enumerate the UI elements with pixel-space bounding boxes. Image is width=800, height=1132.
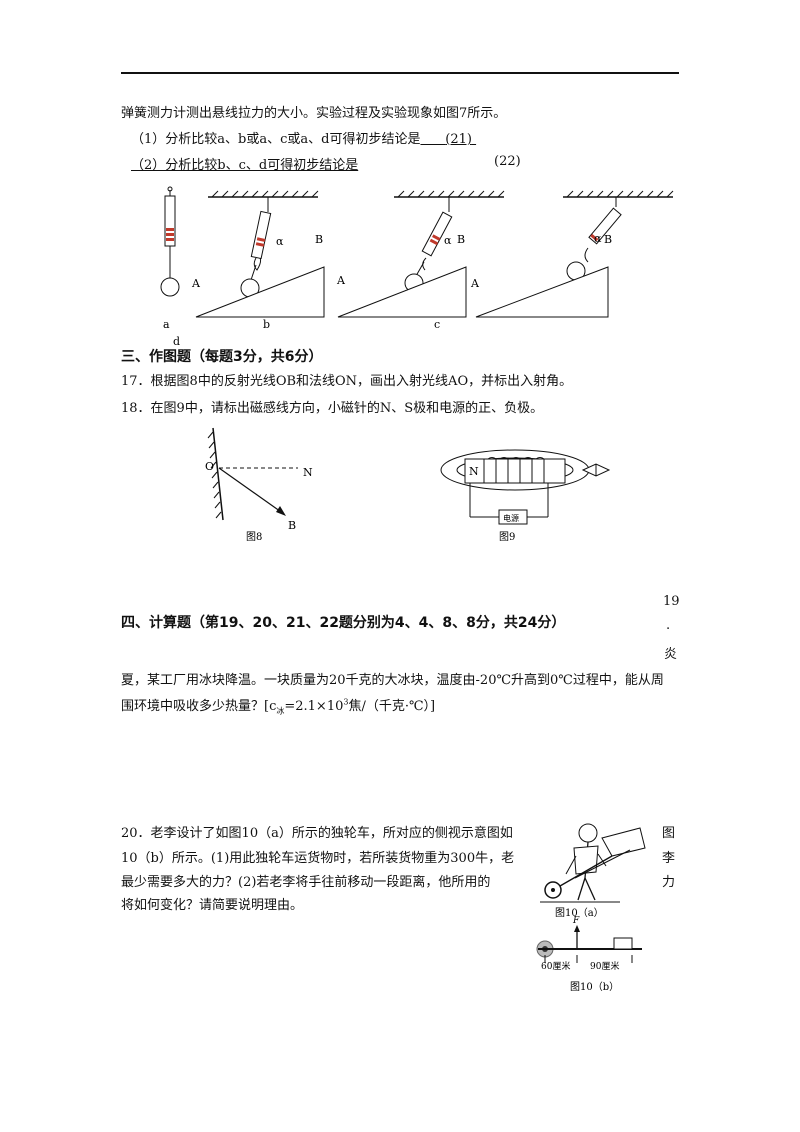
q20-line-2: 10（b）所示。(1)用此独轮车运货物时，若所装货物重为300牛，老 [121, 851, 515, 866]
question-17: 17．根据图8中的反射光线OB和法线ON，画出入射光线AO，并标出入射角。 [121, 374, 573, 389]
fig8-label-N: N [303, 466, 313, 479]
intro-line: 弹簧测力计测出悬线拉力的大小。实验过程及实验现象如图7所示。 [121, 106, 507, 121]
question-1-text: （1）分析比较a、b或a、c或a、d可得初步结论是 [131, 132, 421, 147]
fig7-label-a: a [163, 318, 170, 331]
q19-line-1: 夏，某工厂用冰块降温。一块质量为20千克的大冰块，温度由-20℃升高到0℃过程中… [121, 673, 664, 688]
fig7-label-B2: B [457, 233, 465, 246]
fig7-a-spring-scale [160, 186, 180, 297]
figure-10b-lever: F 60厘米 90厘米 图10（b） [536, 916, 642, 993]
fig8-label-O: O [205, 460, 214, 473]
q20-side-1: 图 [662, 826, 676, 841]
q20-line-4: 将如何变化？请简要说明理由。 [121, 898, 304, 913]
question-2-text: （2）分析比较b、c、d可得初步结论是 [131, 158, 359, 173]
figure-7: a d b c A A A B B B α α α [160, 186, 674, 348]
fig7-label-alpha2: α [444, 234, 452, 247]
fig7-label-B1: B [315, 233, 323, 246]
fig8-caption: 图8 [246, 531, 262, 543]
fig9-label-power: 电源 [503, 513, 519, 523]
fig7-d-setup [475, 190, 674, 318]
fig7-label-A1: A [191, 277, 201, 290]
fig8-label-B: B [288, 519, 296, 532]
figure-9: N 电源 图9 [440, 449, 611, 543]
section-4-title: 四、计算题（第19、20、21、22题分别为4、4、8、8分，共24分） [121, 615, 566, 631]
fig10b-length-1: 60厘米 [541, 960, 570, 972]
question-18: 18．在图9中，请标出磁感线方向，小磁针的N、S极和电源的正、负极。 [121, 401, 544, 416]
answer-blank-22: (22) [494, 154, 521, 169]
q19-line-2: 围环境中吸收多少热量？[c冰=2.1×103焦/（千克·℃）] [121, 697, 436, 716]
fig9-caption: 图9 [499, 531, 515, 543]
fig7-label-b: b [263, 318, 270, 331]
fig10b-label-F: F [572, 916, 580, 926]
answer-blank-21: (21) [445, 132, 472, 147]
figure-10a-wheelbarrow: 图10（a） [540, 823, 646, 919]
fig10a-caption: 图10（a） [555, 907, 604, 919]
fig7-label-c: c [434, 318, 440, 331]
fig7-label-A3: A [470, 277, 480, 290]
fig7-label-B3: B [604, 233, 612, 246]
fig7-label-alpha1: α [276, 235, 284, 248]
fig10b-length-2: 90厘米 [590, 960, 619, 972]
q19-side-char: 炎 [664, 647, 678, 662]
q20-line-3: 最少需要多大的力？(2)若老李将手往前移动一段距离，他所用的 [121, 875, 491, 890]
fig7-b-setup [195, 190, 325, 318]
fig7-label-d: d [173, 335, 180, 348]
question-1: （1）分析比较a、b或a、c或a、d可得初步结论是 (21) [131, 128, 476, 147]
figure-8: O N B 图8 [205, 427, 313, 543]
q19-dot: . [666, 618, 671, 633]
header-rule [121, 72, 679, 74]
fig10b-caption: 图10（b） [570, 981, 619, 993]
fig7-label-alpha3: α [594, 232, 602, 245]
section-3-title: 三、作图题（每题3分，共6分） [121, 349, 323, 365]
q20-side-2: 李 [662, 851, 676, 866]
fig7-c-setup [337, 190, 505, 318]
fig7-label-A2: A [336, 274, 346, 287]
q20-line-1: 20．老李设计了如图10（a）所示的独轮车，所对应的侧视示意图如 [121, 826, 513, 841]
fig9-label-N: N [469, 465, 479, 478]
q19-number: 19 [663, 594, 680, 609]
q20-side-3: 力 [662, 875, 676, 890]
